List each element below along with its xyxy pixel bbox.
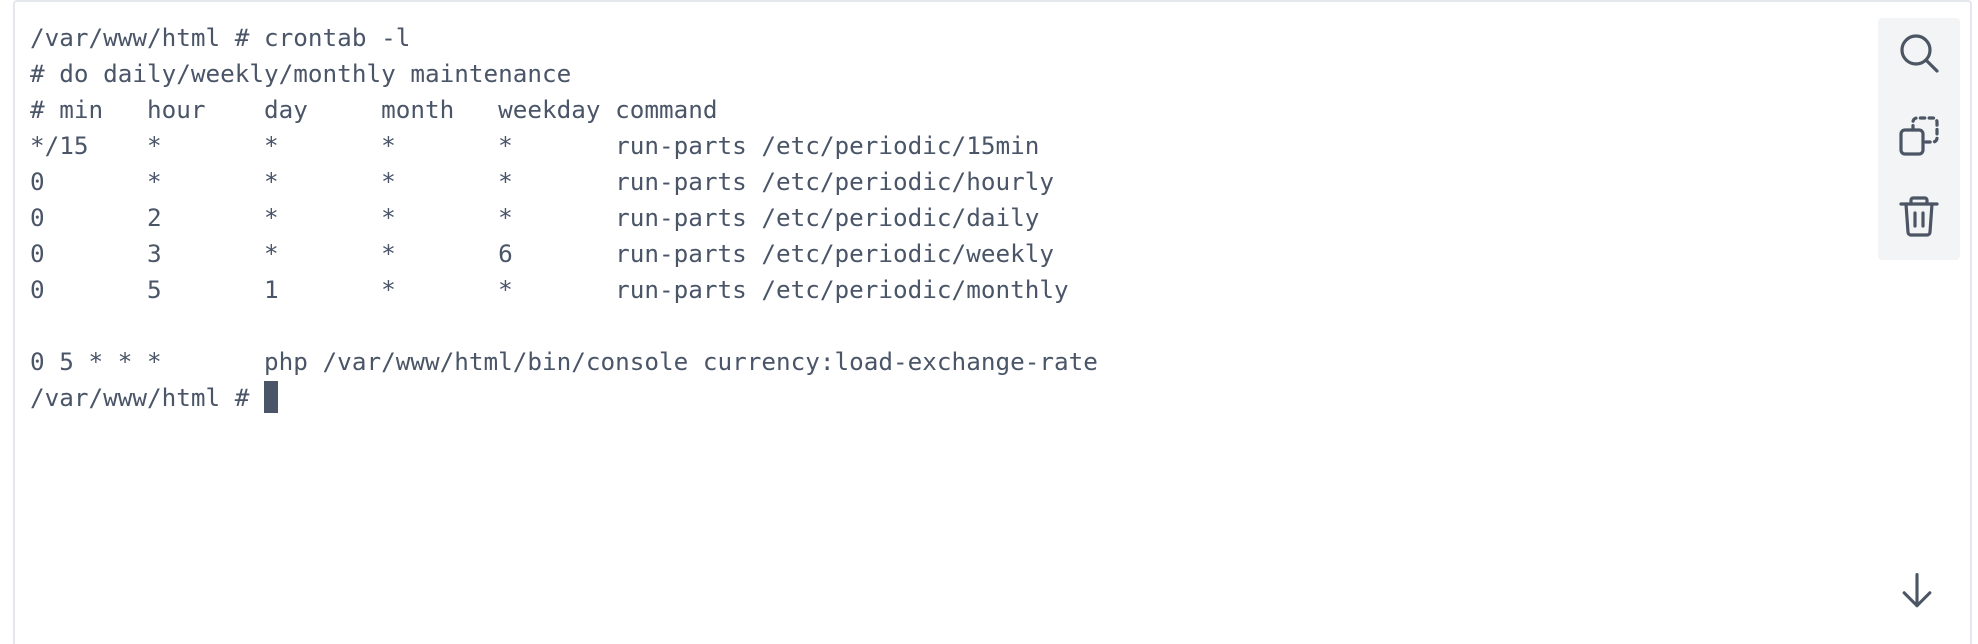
terminal-line: 0 5 * * * php /var/www/html/bin/console …	[30, 347, 1098, 376]
terminal-line: # min hour day month weekday command	[30, 95, 718, 124]
terminal-line: # do daily/weekly/monthly maintenance	[30, 59, 572, 88]
terminal-line: 0 2 * * * run-parts /etc/periodic/daily	[30, 203, 1040, 232]
terminal-line: /var/www/html # crontab -l	[30, 23, 411, 52]
terminal-line	[30, 308, 1098, 344]
terminal-line: 0 3 * * 6 run-parts /etc/periodic/weekly	[30, 239, 1054, 268]
search-icon	[1900, 34, 1939, 73]
clear-button[interactable]	[1894, 191, 1944, 241]
trash-icon	[1899, 196, 1939, 237]
scroll-to-bottom-button[interactable]	[1892, 566, 1942, 616]
search-button[interactable]	[1894, 28, 1944, 78]
copy-icon	[1899, 116, 1939, 156]
terminal-line: 0 * * * * run-parts /etc/periodic/hourly	[30, 167, 1054, 196]
terminal-line: 0 5 1 * * run-parts /etc/periodic/monthl…	[30, 275, 1069, 304]
terminal-panel[interactable]	[13, 0, 1972, 644]
arrow-down-icon	[1902, 572, 1932, 608]
terminal-line: */15 * * * * run-parts /etc/periodic/15m…	[30, 131, 1040, 160]
shell-prompt: /var/www/html #	[30, 383, 265, 412]
prompt-line[interactable]: /var/www/html #	[30, 380, 1098, 416]
terminal-cursor	[264, 381, 279, 413]
terminal-toolbar	[1878, 18, 1960, 260]
terminal-output[interactable]: /var/www/html # crontab -l # do daily/wee…	[30, 20, 1098, 416]
copy-button[interactable]	[1894, 111, 1944, 161]
